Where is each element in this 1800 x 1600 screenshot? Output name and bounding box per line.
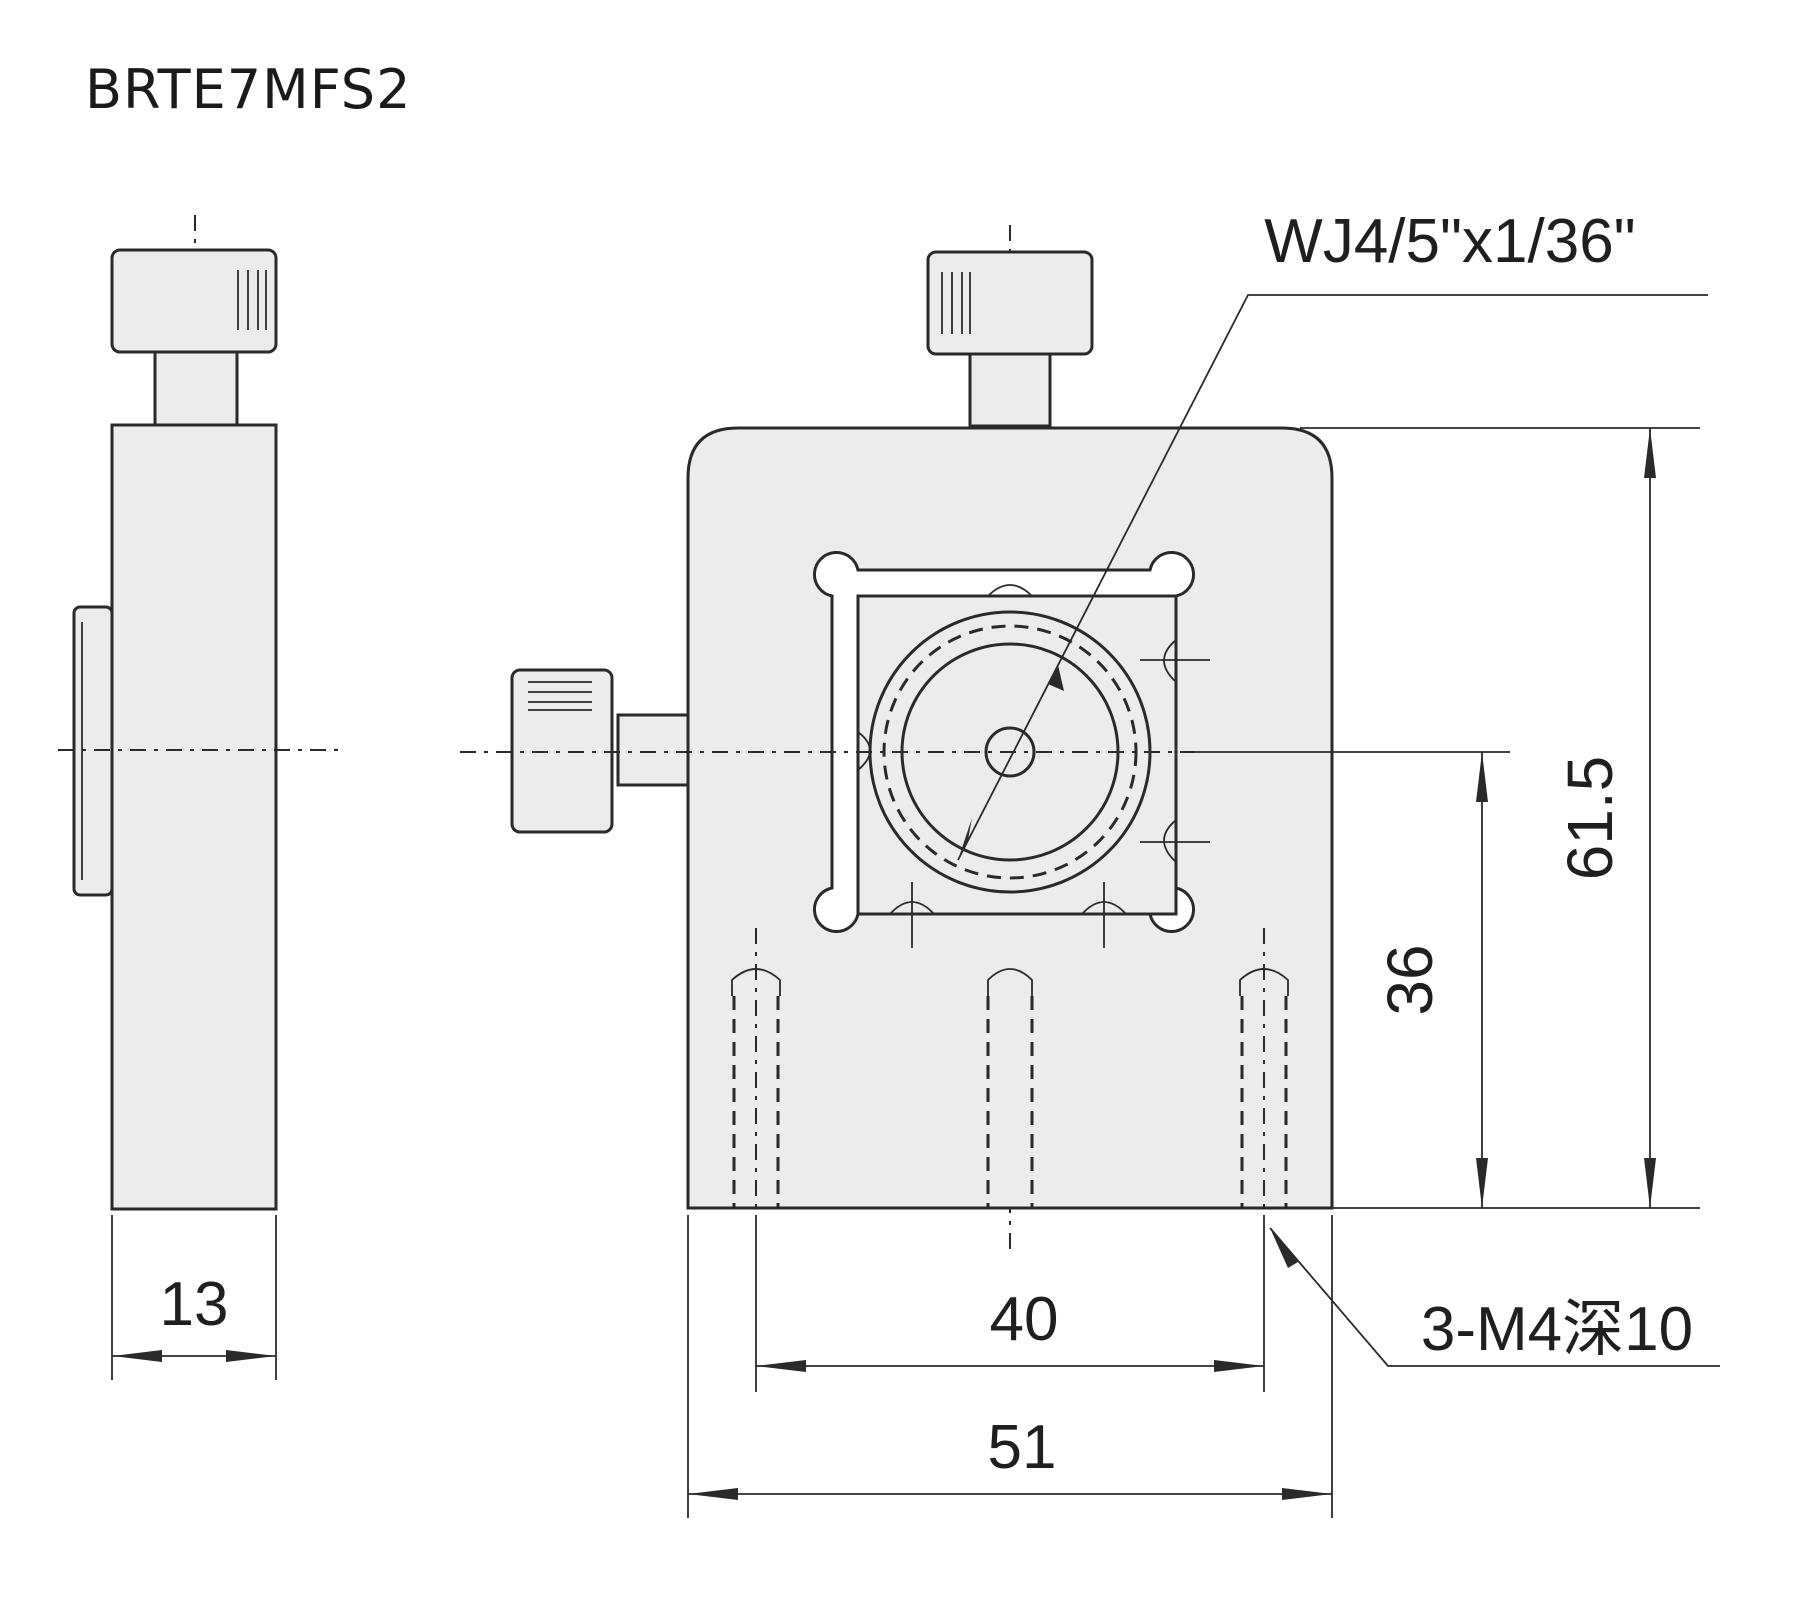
front-top-knob-knurl [941, 272, 971, 334]
mount-holes-label: 3-M4深10 [1421, 1295, 1693, 1364]
side-knob-knurl [237, 270, 267, 330]
center-bore [984, 726, 1036, 778]
front-slide-nubs [857, 584, 1210, 948]
front-left-knob-shaft [616, 713, 690, 787]
mount-hole-right [1239, 928, 1289, 1210]
front-top-knob-shaft [968, 352, 1052, 428]
side-knob-shaft [153, 350, 239, 428]
front-left-knob-knurl [528, 681, 592, 711]
leader-mount-holes [1269, 1227, 1720, 1367]
side-body [110, 423, 278, 1211]
side-top-knob [110, 248, 278, 354]
side-view: 13 [58, 215, 345, 1380]
front-view: WJ4/5"x1/36" 61.5 36 40 51 3-M4深10 [460, 207, 1720, 1518]
mount-hole-left [731, 928, 781, 1210]
dim-label-base-width: 51 [988, 1413, 1057, 1482]
dim-label-center-height: 36 [1374, 944, 1446, 1015]
dim-label-total-height: 61.5 [1554, 756, 1626, 881]
front-left-knob [510, 668, 614, 834]
mount-hole-center [986, 968, 1034, 1208]
thread-spec-label: WJ4/5"x1/36" [1264, 207, 1635, 276]
dim-label-hole-spacing: 40 [990, 1285, 1059, 1354]
model-title: BRTE7MFS2 [85, 58, 412, 121]
dim-label-side-thickness: 13 [160, 1270, 229, 1339]
